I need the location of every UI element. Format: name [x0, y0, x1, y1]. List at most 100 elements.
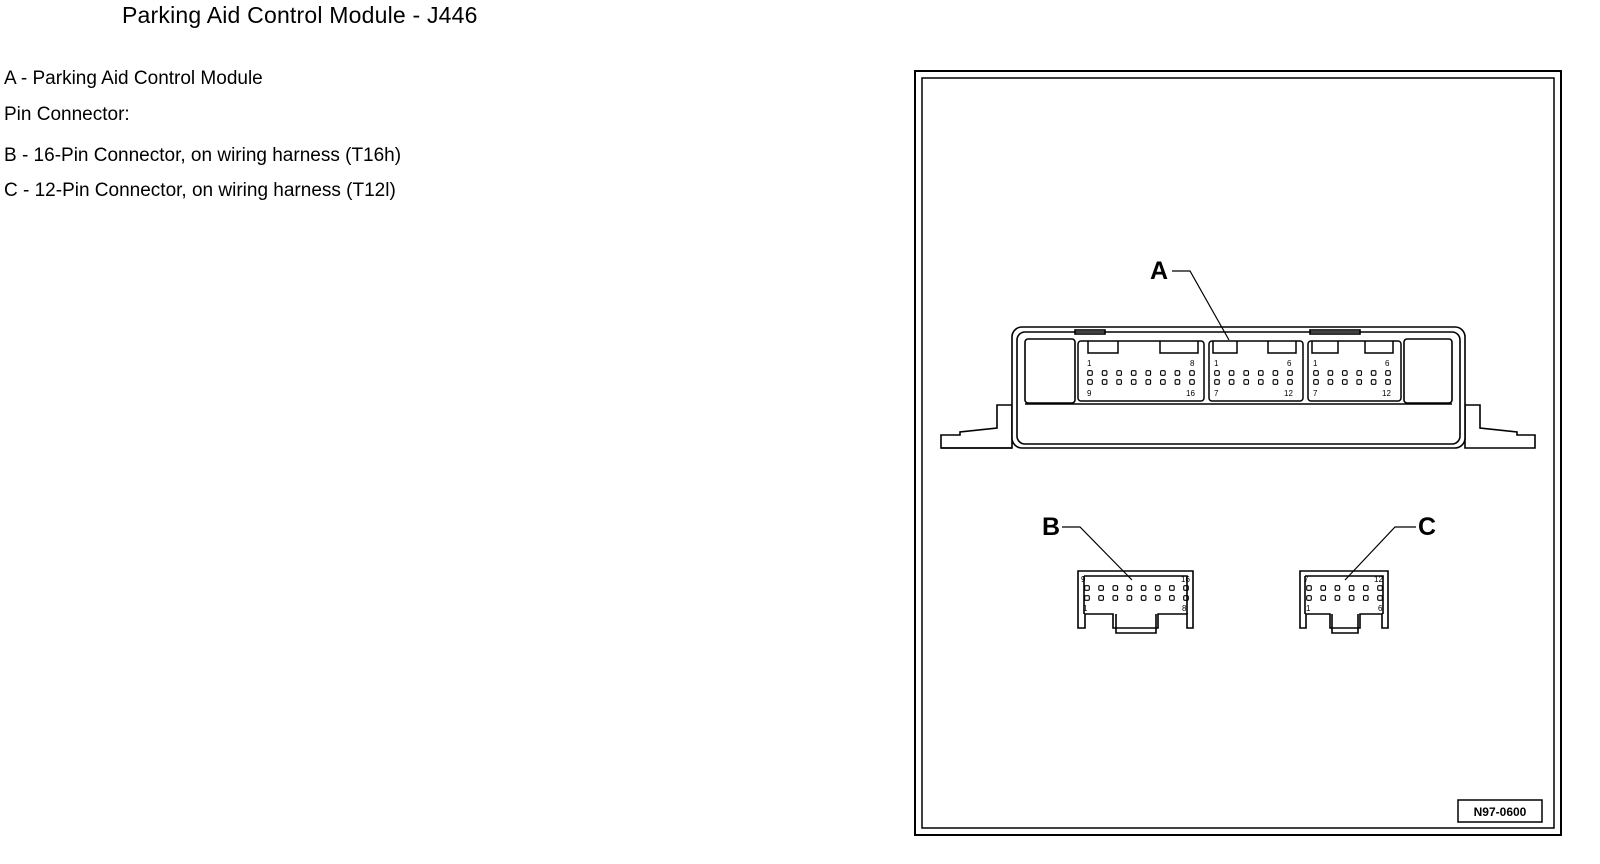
- legend-item-c: C - 12-Pin Connector, on wiring harness …: [4, 180, 396, 201]
- legend-item-b: B - 16-Pin Connector, on wiring harness …: [4, 145, 402, 166]
- module-12a-cavity: [1257, 370, 1264, 376]
- connector-b-cavity: [1183, 595, 1189, 601]
- connector-b-cavity: [1112, 585, 1119, 591]
- legend-item-pin-connector: Pin Connector:: [4, 104, 130, 125]
- conn-c-pin-tr: 12: [1374, 575, 1383, 584]
- connector-c-cavity: [1320, 595, 1327, 601]
- mod-12a-pin-tr: 6: [1287, 359, 1292, 368]
- module-12a-cavity: [1287, 370, 1293, 376]
- legend-item-a: A - Parking Aid Control Module: [4, 68, 263, 89]
- callout-b-label: B: [1042, 513, 1060, 541]
- callout-b-leader: [1062, 526, 1133, 581]
- mod-16-pin-bl: 9: [1087, 389, 1092, 398]
- callout-a-label: A: [1150, 257, 1168, 285]
- callout-c-leader: [1344, 526, 1416, 581]
- module-12b-cavity: [1341, 379, 1348, 385]
- mod-12a-pin-tl: 1: [1214, 359, 1219, 368]
- module-12b-cavity: [1356, 379, 1363, 385]
- module-16-cavity: [1101, 370, 1108, 376]
- connector-b-cavity: [1112, 595, 1119, 601]
- module-16-cavity: [1145, 379, 1152, 385]
- module-12b-cavity: [1385, 379, 1391, 385]
- module-12a-cavity: [1228, 370, 1235, 376]
- module-12b-cavity: [1327, 370, 1334, 376]
- figure-frame-outer: [914, 70, 1562, 836]
- connector-b-pin-grid: [1084, 585, 1189, 601]
- module-12b-cavity: [1313, 370, 1319, 376]
- connector-c-cavity: [1362, 585, 1369, 591]
- mod-12a-pin-bl: 7: [1214, 389, 1219, 398]
- connector-c-cavity: [1334, 595, 1341, 601]
- mod-16-pin-tr: 8: [1190, 359, 1195, 368]
- module-16-cavity: [1116, 379, 1122, 385]
- module-16-cavity: [1160, 370, 1166, 376]
- module-12b-cavity: [1327, 379, 1334, 385]
- module-12b-cavity: [1370, 370, 1377, 376]
- connector-c-cavity: [1320, 585, 1327, 591]
- connector-b-cavity: [1140, 595, 1147, 601]
- conn-c-pin-bl: 1: [1306, 604, 1311, 613]
- conn-c-pin-tl: 7: [1304, 575, 1309, 584]
- module-16-cavity: [1174, 370, 1181, 376]
- connector-c-cavity: [1377, 595, 1383, 601]
- module-12pin-grid-right: [1313, 370, 1391, 385]
- mod-12b-pin-bl: 7: [1313, 389, 1318, 398]
- figure-id-box: [1457, 799, 1543, 823]
- connector-c-cavity: [1362, 595, 1369, 601]
- connector-c-cavity: [1348, 585, 1355, 591]
- module-16-cavity: [1160, 379, 1166, 385]
- module-16-cavity: [1087, 379, 1093, 385]
- module-12b-cavity: [1313, 379, 1319, 385]
- mod-12a-pin-br: 12: [1284, 389, 1293, 398]
- module-12a-cavity: [1272, 370, 1279, 376]
- figure-id: N97-0600: [1474, 805, 1527, 819]
- connector-c-pin-grid: [1306, 585, 1383, 601]
- module-12pin-grid-mid: [1214, 370, 1293, 385]
- connector-b-cavity: [1183, 585, 1189, 591]
- module-16-cavity: [1101, 379, 1108, 385]
- module-12b-cavity: [1356, 370, 1363, 376]
- control-module: [940, 326, 1536, 449]
- connector-b-cavity: [1169, 585, 1175, 591]
- conn-c-pin-br: 6: [1378, 604, 1383, 613]
- conn-b-pin-bl: 1: [1083, 604, 1088, 613]
- module-16pin-grid: [1087, 370, 1195, 385]
- module-16-cavity: [1174, 379, 1181, 385]
- connector-c-cavity: [1306, 595, 1312, 601]
- connector-b-cavity: [1169, 595, 1175, 601]
- module-12a-cavity: [1287, 379, 1293, 385]
- module-12a-cavity: [1214, 370, 1220, 376]
- connector-c-cavity: [1306, 585, 1312, 591]
- module-12a-cavity: [1228, 379, 1235, 385]
- connector-b-cavity: [1084, 585, 1090, 591]
- module-header-16pin: [1077, 340, 1205, 402]
- module-12a-cavity: [1214, 379, 1220, 385]
- module-16-cavity: [1130, 379, 1137, 385]
- page-title: Parking Aid Control Module - J446: [122, 2, 478, 28]
- connector-b-cavity: [1140, 585, 1147, 591]
- module-12a-cavity: [1243, 379, 1250, 385]
- mod-16-pin-br: 16: [1186, 389, 1195, 398]
- module-header-12pin-right: [1307, 340, 1402, 402]
- module-12b-cavity: [1341, 370, 1348, 376]
- mod-12b-pin-tl: 1: [1313, 359, 1318, 368]
- module-16-cavity: [1189, 370, 1195, 376]
- conn-b-pin-tl: 9: [1081, 575, 1086, 584]
- module-header-12pin-mid: [1208, 340, 1304, 402]
- module-12a-cavity: [1257, 379, 1264, 385]
- connector-b-cavity: [1126, 585, 1133, 591]
- callout-c-label: C: [1418, 513, 1436, 541]
- module-16-cavity: [1189, 379, 1195, 385]
- module-16-cavity: [1116, 370, 1122, 376]
- connector-b-cavity: [1126, 595, 1133, 601]
- connector-c-cavity: [1377, 585, 1383, 591]
- module-12a-cavity: [1243, 370, 1250, 376]
- conn-b-pin-tr: 16: [1181, 575, 1190, 584]
- figure-frame-inner: [921, 77, 1555, 829]
- conn-b-pin-br: 8: [1182, 604, 1187, 613]
- connector-b-cavity: [1098, 595, 1104, 601]
- module-12b-cavity: [1370, 379, 1377, 385]
- mod-12b-pin-br: 12: [1382, 389, 1391, 398]
- mod-12b-pin-tr: 6: [1385, 359, 1390, 368]
